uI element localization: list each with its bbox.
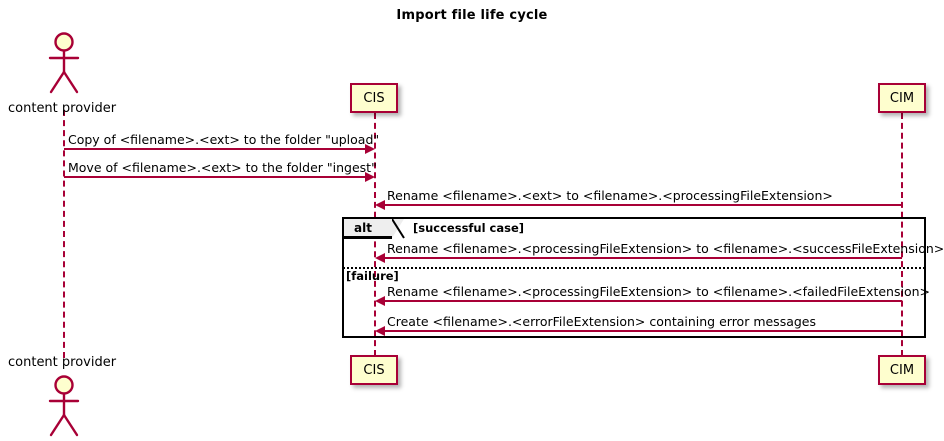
participant-cim-top-label: CIM xyxy=(889,90,915,106)
participant-cis-top[interactable]: CIS xyxy=(350,83,398,113)
alt-fragment xyxy=(342,217,926,338)
participant-cis-bottom[interactable]: CIS xyxy=(350,355,398,385)
message-6-label: Create <filename>.<errorFileExtension> c… xyxy=(387,314,817,329)
message-2-label: Move of <filename>.<ext> to the folder "… xyxy=(68,160,377,175)
message-5-line xyxy=(385,300,902,302)
actor-figure-top xyxy=(43,32,85,94)
actor-label-top: content provider xyxy=(8,101,117,116)
alt-fragment-divider xyxy=(343,267,925,269)
actor-figure-bottom xyxy=(43,375,85,437)
message-4-line xyxy=(385,257,902,259)
message-1-line xyxy=(64,148,365,150)
message-2-arrowhead xyxy=(365,172,375,182)
message-3-label: Rename <filename>.<ext> to <filename>.<p… xyxy=(387,188,833,203)
participant-cis-bottom-label: CIS xyxy=(363,362,385,378)
actor-label-bottom: content provider xyxy=(8,355,117,370)
lifeline-cim xyxy=(901,113,903,356)
alt-fragment-operator: alt xyxy=(354,220,372,235)
message-2-line xyxy=(64,176,365,178)
message-3-line xyxy=(385,204,902,206)
participant-cim-top[interactable]: CIM xyxy=(878,83,926,113)
alt-guard-successful: [successful case] xyxy=(413,221,525,235)
participant-cim-bottom[interactable]: CIM xyxy=(878,355,926,385)
participant-cis-top-label: CIS xyxy=(363,90,385,106)
message-5-label: Rename <filename>.<processingFileExtensi… xyxy=(387,284,930,299)
lifeline-actor xyxy=(63,110,65,358)
message-1-arrowhead xyxy=(365,144,375,154)
alt-guard-failure: [failure] xyxy=(346,269,399,283)
participant-cim-bottom-label: CIM xyxy=(889,362,915,378)
alt-fragment-tab-outline xyxy=(392,219,405,239)
message-3-arrowhead xyxy=(375,200,385,210)
message-6-arrowhead xyxy=(375,326,385,336)
page-title: Import file life cycle xyxy=(396,8,548,23)
message-4-arrowhead xyxy=(375,253,385,263)
message-6-line xyxy=(385,330,902,332)
message-4-label: Rename <filename>.<processingFileExtensi… xyxy=(387,241,944,256)
message-5-arrowhead xyxy=(375,296,385,306)
alt-fragment-tab: alt xyxy=(344,219,392,238)
message-1-label: Copy of <filename>.<ext> to the folder "… xyxy=(68,132,380,147)
alt-fragment-tab-bottom-line xyxy=(344,237,392,239)
